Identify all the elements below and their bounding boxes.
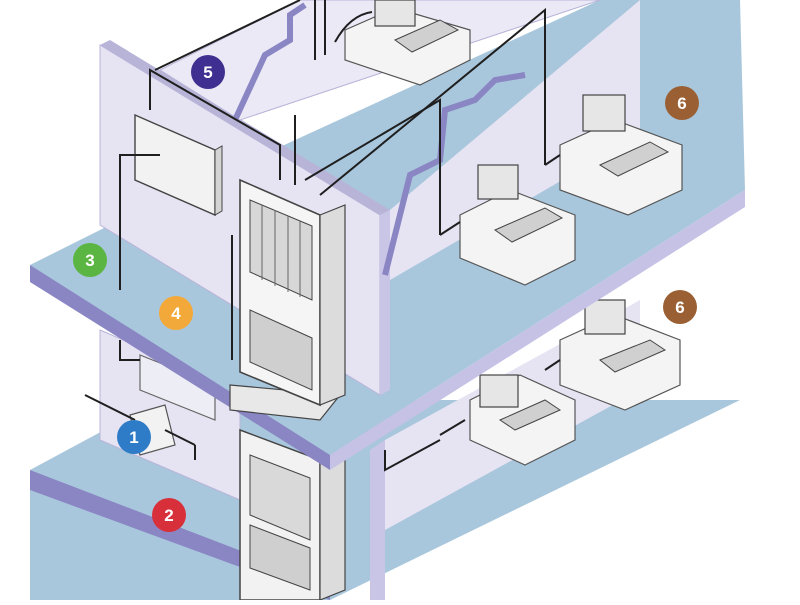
callout-label-3: 3 — [73, 243, 107, 277]
callout-circle-1 — [117, 420, 151, 454]
workstation-upper-rear — [334, 0, 471, 86]
callout-text-4: 4 — [171, 304, 181, 323]
callout-label-1: 1 — [117, 420, 151, 454]
backbone-cable-riser — [119, 154, 160, 290]
ground-floor-partition — [370, 440, 385, 600]
callout-circle-4 — [159, 296, 193, 330]
callout-label-5: 5 — [191, 55, 225, 89]
callout-text-2: 2 — [164, 506, 173, 525]
wall-mounted-enclosure — [134, 113, 223, 217]
upper-partition-wall — [380, 210, 390, 395]
callout-text-1: 1 — [129, 428, 138, 447]
callout-label-2: 2 — [152, 498, 186, 532]
telecom-room-rack — [229, 178, 346, 421]
callout-circle-2 — [152, 498, 186, 532]
workstation-ground-2 — [544, 299, 681, 411]
horizontal-cable-2 — [304, 98, 441, 235]
callout-circle-3 — [73, 243, 107, 277]
callout-circle-6-lower — [663, 290, 697, 324]
horizontal-cable-3 — [319, 7, 546, 196]
workstation-upper-1 — [439, 164, 576, 286]
upper-right-wall — [390, 0, 640, 280]
cabling — [119, 0, 546, 472]
ground-riser-cable — [119, 340, 140, 361]
callout-text-3: 3 — [85, 251, 94, 270]
callout-text-6-upper: 6 — [677, 94, 686, 113]
callout-label-6-upper: 6 — [665, 86, 699, 120]
workstation-ground-1 — [439, 374, 576, 466]
upper-floor-slab-edge-left — [30, 265, 330, 470]
upper-trim-rail-right — [382, 72, 526, 276]
callout-circle-5 — [191, 55, 225, 89]
upper-trim-rail-rear — [232, 2, 307, 122]
callout-label-4: 4 — [159, 296, 193, 330]
ground-horizontal-cable — [384, 439, 441, 472]
equipment-room-rack — [239, 428, 346, 601]
upper-floor-slab-edge-right — [330, 190, 745, 470]
workstation-upper-2 — [544, 94, 683, 216]
callout-circle-6-upper — [665, 86, 699, 120]
backbone-cable-rear — [154, 0, 301, 71]
callout-text-6-lower: 6 — [675, 298, 684, 317]
callout-label-6-lower: 6 — [663, 290, 697, 324]
callout-text-5: 5 — [203, 63, 212, 82]
cable-to-enclosure — [149, 68, 281, 180]
